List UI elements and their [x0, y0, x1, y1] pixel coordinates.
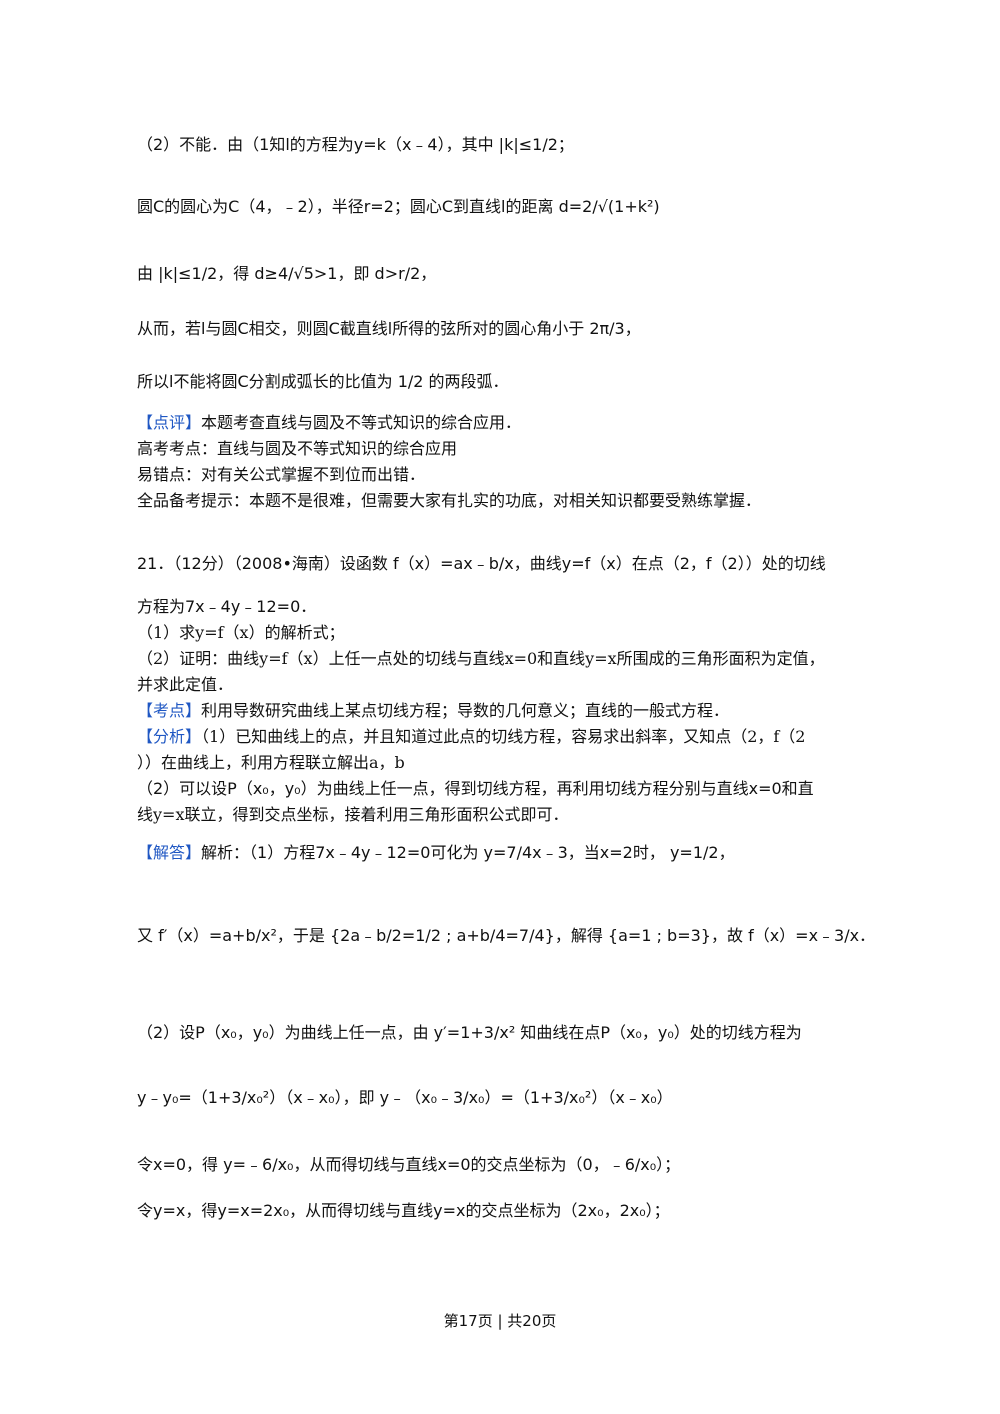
line-tangent-intro: （2）设P（x₀，y₀）为曲线上任一点，由 y′=1+3/x² 知曲线在点P（x…	[137, 1023, 802, 1042]
line-exam-point: 高考考点：直线与圆及不等式知识的综合应用	[137, 439, 458, 458]
problem-21-part1: （1）求y=f（x）的解析式；	[137, 623, 345, 642]
fenxi-cont-3: 线y=x联立，得到交点坐标，接着利用三角形面积公式即可．	[137, 805, 569, 824]
jieda-line: 【解答】解析：（1）方程7x﹣4y﹣12=0可化为 y=7/4x﹣3，当x=2时…	[137, 842, 877, 864]
fenxi-cont-1: ））在曲线上，利用方程联立解出a，b	[137, 753, 405, 772]
jieda-tag: 【解答】	[137, 843, 202, 862]
line-conclusion: 所以l不能将圆C分割成弧长的比值为 1/2 的两段弧．	[137, 372, 509, 391]
line-yx-intersection: 令y=x，得y=x=2x₀，从而得切线与直线y=x的交点坐标为（2x₀，2x₀）…	[137, 1201, 670, 1220]
line-circle-center: 圆C的圆心为C（4，﹣2），半径r=2；圆心C到直线l的距离 d=2/√(1+k…	[137, 197, 660, 216]
kaodian-line: 【考点】利用导数研究曲线上某点切线方程；导数的几何意义；直线的一般式方程．	[137, 700, 877, 722]
problem-21-statement: 21．（12分）（2008•海南）设函数 f（x）=ax﹣b/x，曲线y=f（x…	[137, 554, 826, 573]
line-inequality: 由 |k|≤1/2，得 d≥4/√5>1，即 d>r/2，	[137, 264, 437, 283]
line-tangent-equation: y﹣y₀=（1+3/x₀²）（x﹣x₀），即 y﹣（x₀﹣3/x₀）=（1+3/…	[137, 1088, 673, 1107]
problem-21-equation: 方程为7x﹣4y﹣12=0．	[137, 597, 317, 616]
kaodian-tag: 【考点】	[137, 701, 202, 720]
line-error-point: 易错点：对有关公式掌握不到位而出错．	[137, 465, 426, 484]
line-chord-angle: 从而，若l与圆C相交，则圆C截直线l所得的弦所对的圆心角小于 2π/3，	[137, 319, 641, 338]
line-prep-tip: 全品备考提示：本题不是很难，但需要大家有扎实的功底，对相关知识都要受熟练掌握．	[137, 491, 762, 510]
problem-21-part2: （2）证明：曲线y=f（x）上任一点处的切线与直线x=0和直线y=x所围成的三角…	[137, 649, 825, 668]
fenxi-tag: 【分析】	[137, 727, 202, 746]
fenxi-text: （1）已知曲线上的点，并且知道过此点的切线方程，容易求出斜率，又知点（2，f（2	[201, 727, 806, 746]
page-footer: 第17页 | 共20页	[443, 1312, 557, 1330]
problem-21-part2-cont: 并求此定值．	[137, 675, 234, 694]
line-part2-intro: （2）不能．由（1知l的方程为y=k（x﹣4），其中 |k|≤1/2；	[137, 135, 574, 154]
kaodian-text: 利用导数研究曲线上某点切线方程；导数的几何意义；直线的一般式方程．	[201, 701, 730, 720]
comment-tag: 【点评】	[137, 413, 202, 432]
jieda-text: 解析：（1）方程7x﹣4y﹣12=0可化为 y=7/4x﹣3，当x=2时， y=…	[201, 843, 735, 862]
line-derivative-system: 又 f′（x）=a+b/x²，于是 {2a﹣b/2=1/2 ; a+b/4=7/…	[137, 926, 876, 945]
comment-line: 【点评】本题考查直线与圆及不等式知识的综合应用．	[137, 412, 877, 434]
comment-text: 本题考查直线与圆及不等式知识的综合应用．	[201, 413, 522, 432]
fenxi-line: 【分析】（1）已知曲线上的点，并且知道过此点的切线方程，容易求出斜率，又知点（2…	[137, 726, 877, 748]
line-x0-intersection: 令x=0，得 y=﹣6/x₀，从而得切线与直线x=0的交点坐标为（0，﹣6/x₀…	[137, 1155, 681, 1174]
fenxi-cont-2: （2）可以设P（x₀，y₀）为曲线上任一点，得到切线方程，再利用切线方程分别与直…	[137, 779, 814, 798]
